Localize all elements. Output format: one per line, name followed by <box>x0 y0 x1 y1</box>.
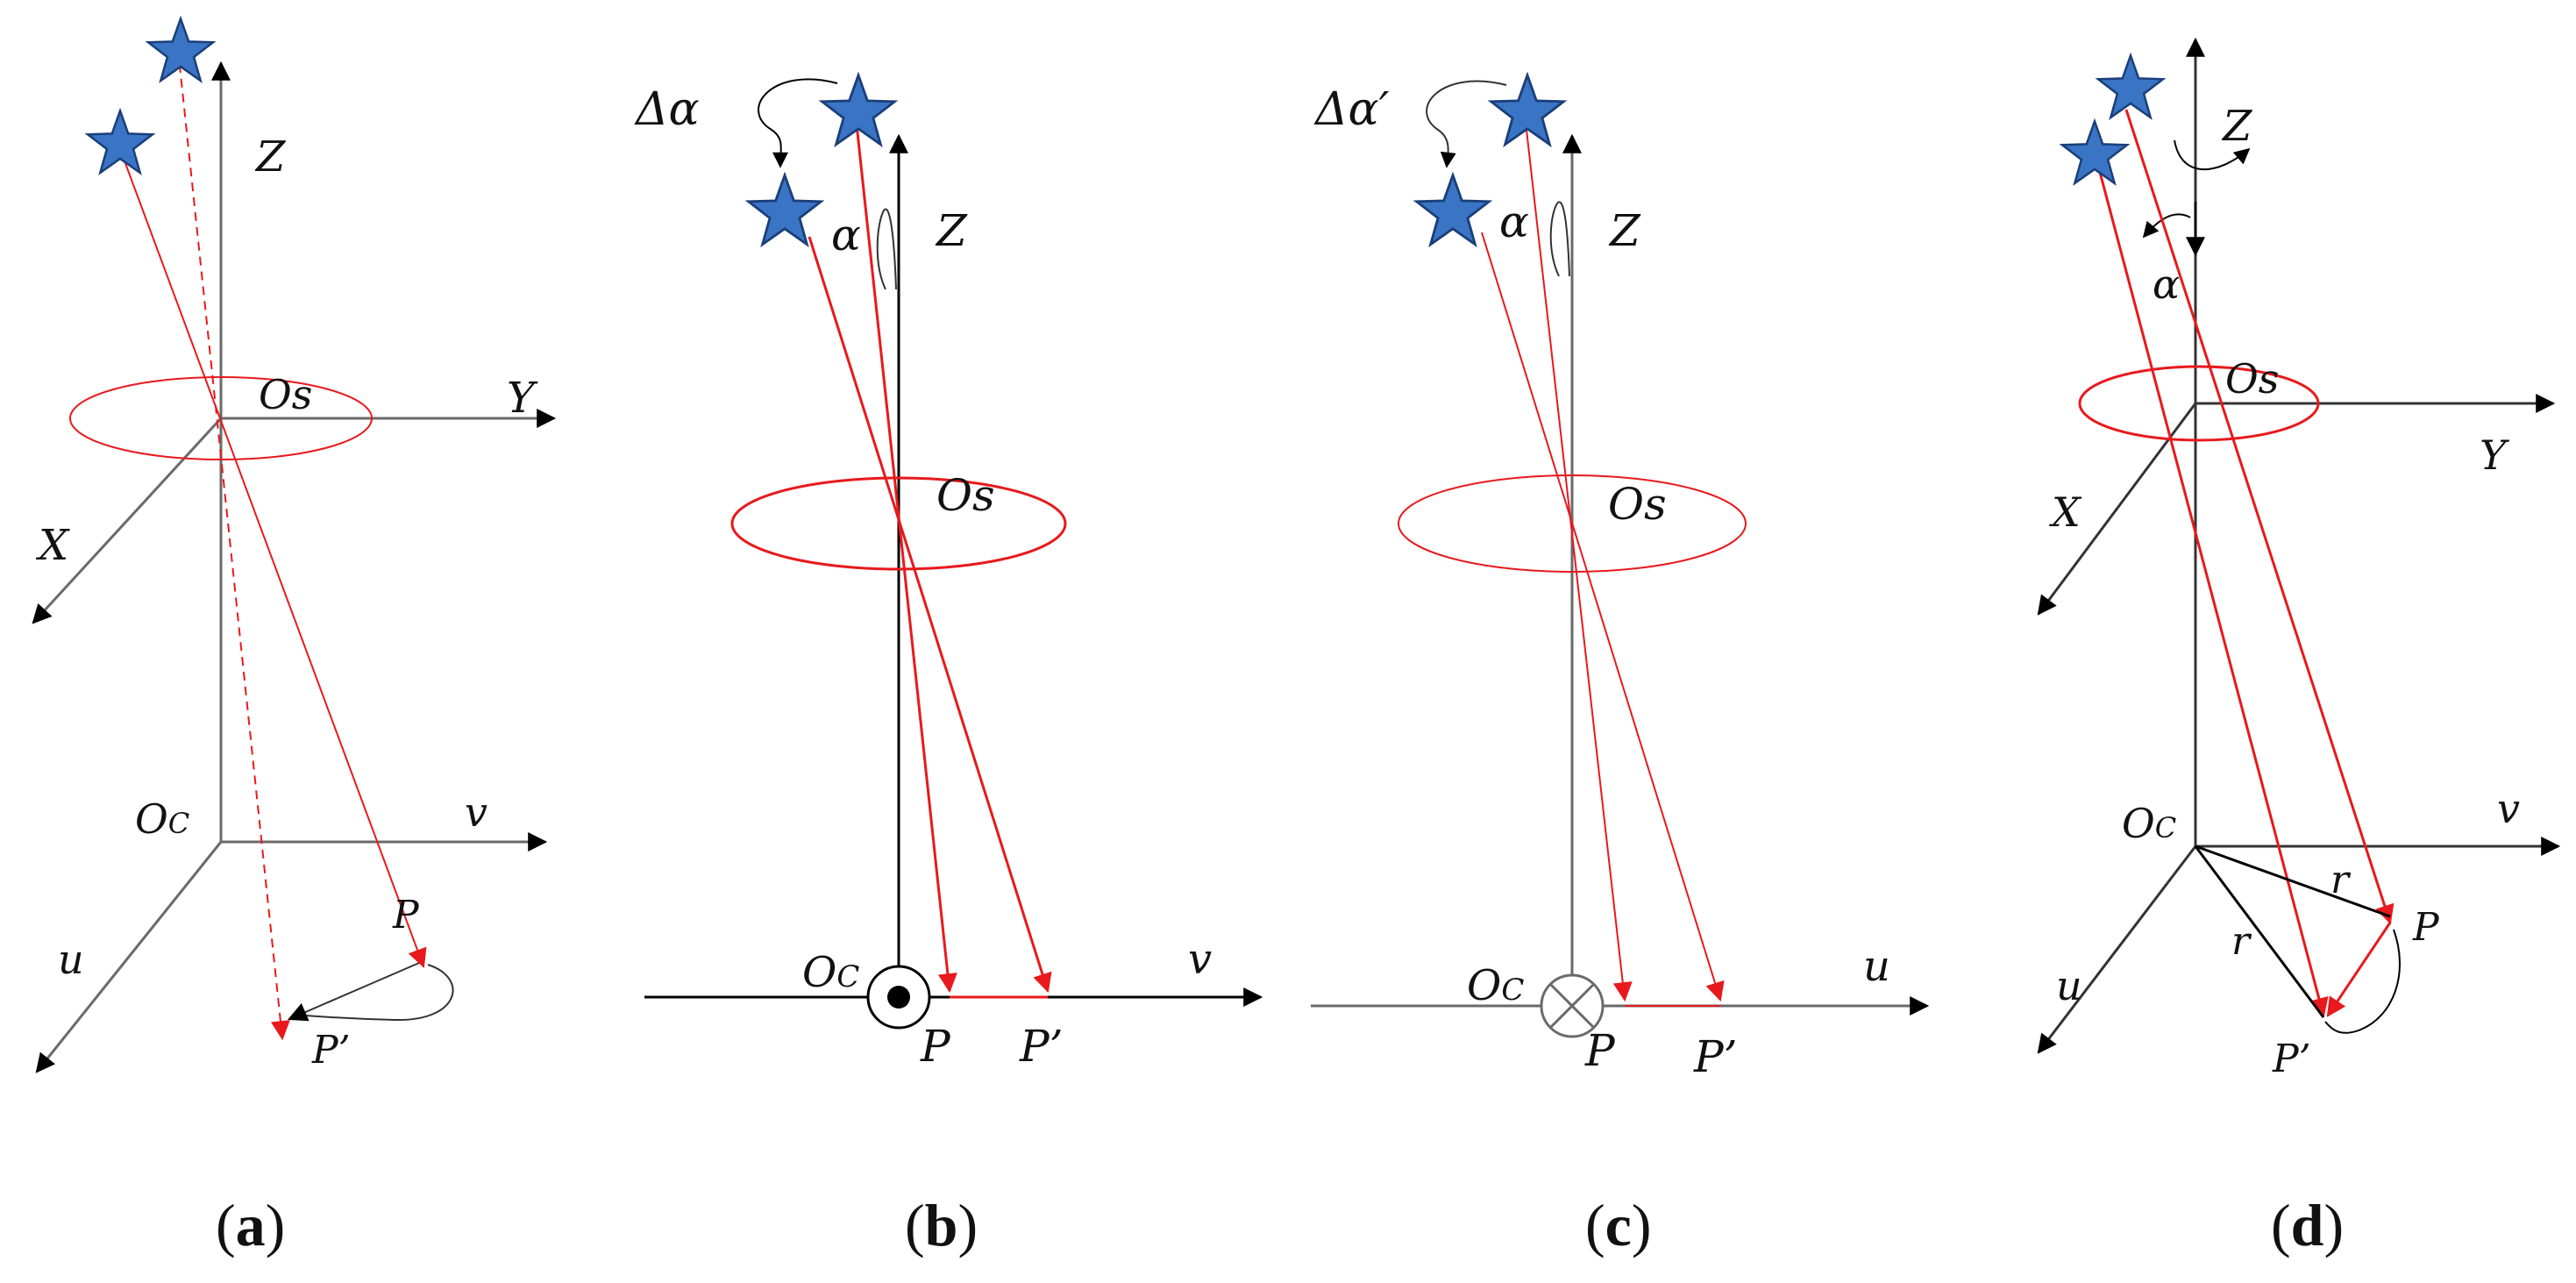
panel-c-alpha-label: α <box>1499 196 1529 247</box>
panel-c-z-label: Z <box>1608 205 1641 256</box>
panel-b-oc-main: O <box>802 948 836 997</box>
panel-d-oc-label: OC <box>2122 800 2176 847</box>
panel-a-ray-dashed <box>177 48 290 1041</box>
panel-c-delta-alpha-arc <box>1426 80 1507 168</box>
panel-b-star-2 <box>747 174 822 246</box>
panel-a-oc-sub: C <box>168 807 189 840</box>
panel-b-z-label: Z <box>935 205 968 256</box>
panel-a-oc-label: OC <box>135 795 189 843</box>
panel-a-x-axis <box>32 417 223 624</box>
panel-b-alpha-arc <box>876 208 897 290</box>
panel-a-caption: (a) <box>216 1192 285 1258</box>
panel-d-oc-main: O <box>2122 800 2155 847</box>
panel-a-u-axis <box>35 841 223 1073</box>
panel-d-rotation-arc <box>2324 929 2401 1034</box>
panel-a-star-2 <box>86 110 154 175</box>
panel-d-r-segment-2 <box>2194 845 2325 1018</box>
panel-d-z-rotation-arc <box>2174 139 2251 171</box>
panel-b-lens-ellipse <box>730 476 1067 571</box>
panel-d-v-label: v <box>2497 785 2520 832</box>
panel-c-lens-ellipse <box>1398 474 1747 573</box>
panel-c-alpha-arc <box>1549 201 1570 277</box>
panel-a-pprime-label: P’ <box>311 1028 351 1073</box>
panel-b-os-label: Os <box>936 470 995 521</box>
panel-b-caption: (b) <box>905 1192 978 1258</box>
panel-c-os-label: Os <box>1608 479 1667 530</box>
panel-c-p-label: P <box>1584 1025 1616 1076</box>
panel-a-os-label: Os <box>259 371 312 418</box>
panel-b-ray-1 <box>855 124 957 994</box>
panel-a-x-label: X <box>35 521 70 570</box>
panel-d-p-label: P <box>2412 905 2440 950</box>
panel-c-ray-2 <box>1481 232 1725 1002</box>
panel-b-pprime-label: P’ <box>1019 1021 1064 1072</box>
panel-a-z-label: Z <box>254 132 287 182</box>
panel-d-ray-1 <box>2124 109 2395 925</box>
panel-d-pprime-label: P’ <box>2272 1037 2311 1081</box>
panel-a-y-label: Y <box>507 374 538 423</box>
panel-b-ray-2 <box>808 236 1052 994</box>
panel-b-oc-sub: C <box>836 959 859 994</box>
panel-d-star-2 <box>2060 120 2129 185</box>
panel-d-r-segment-1 <box>2195 845 2391 918</box>
panel-c-caption: (c) <box>1585 1192 1652 1258</box>
panel-d-caption: (d) <box>2271 1192 2344 1258</box>
panel-b-delta-alpha-arc <box>758 78 838 168</box>
panel-a-p-label: P <box>392 893 420 937</box>
panel-d-z-label: Z <box>2221 102 2253 151</box>
panel-d-y-label: Y <box>2480 431 2510 479</box>
panel-d-u-axis <box>2037 845 2197 1054</box>
panel-d-alpha-arc <box>2142 213 2191 239</box>
panel-c-delta-alpha-label: Δα′ <box>1313 83 1390 136</box>
panel-c-star-2 <box>1415 174 1491 246</box>
panel-c: Δα′ α Z Os OC u P P’ (c) <box>1311 74 1930 1258</box>
panel-d-os-label: Os <box>2225 355 2279 403</box>
panel-d-star-1 <box>2096 54 2165 119</box>
panel-b-out-of-page-dot <box>887 986 910 1009</box>
panel-a-oc-main: O <box>135 795 168 843</box>
panel-d-pp-segment <box>2326 922 2392 1017</box>
panel-d-u-label: u <box>2056 962 2082 1009</box>
panel-a: Z Y X Os OC v u P P’ (a) <box>32 18 557 1258</box>
panel-b-p-label: P <box>920 1021 951 1072</box>
panel-a-u-label: u <box>58 936 84 983</box>
panel-c-oc-main: O <box>1467 961 1501 1010</box>
panel-a-lens-ellipse <box>69 376 373 460</box>
panel-a-v-label: v <box>465 788 487 836</box>
panel-d-ray-2 <box>2096 161 2329 1018</box>
panel-b-delta-alpha-label: Δα <box>634 83 700 136</box>
panel-b-v-label: v <box>1188 935 1212 984</box>
panel-c-u-label: u <box>1863 942 1890 991</box>
panel-d-r2-label: r <box>2231 919 2252 964</box>
panel-d-oc-sub: C <box>2155 811 2176 845</box>
panel-d: Z α Os Y X OC v u r r P P’ (d) <box>2037 37 2561 1258</box>
panel-d-r1-label: r <box>2330 858 2352 902</box>
panel-b-alpha-label: α <box>831 210 861 260</box>
panel-c-cross-2 <box>1548 982 1596 1030</box>
panel-c-ray-1 <box>1526 129 1633 1002</box>
panel-c-oc-label: OC <box>1467 961 1524 1010</box>
panel-a-pp-segment <box>287 962 420 1022</box>
panel-b: Δα α Z Os OC v P P’ (b) <box>634 74 1263 1258</box>
panel-b-oc-label: OC <box>802 948 859 997</box>
panel-d-lens-ellipse <box>2078 365 2320 442</box>
panel-d-alpha-label: α <box>2153 260 2180 308</box>
panel-d-x-label: X <box>2049 488 2082 536</box>
panel-c-oc-sub: C <box>1501 973 1524 1008</box>
panel-c-pprime-label: P’ <box>1693 1031 1738 1082</box>
panel-a-ray-solid <box>117 141 427 969</box>
panel-a-rotation-arc <box>304 964 454 1022</box>
